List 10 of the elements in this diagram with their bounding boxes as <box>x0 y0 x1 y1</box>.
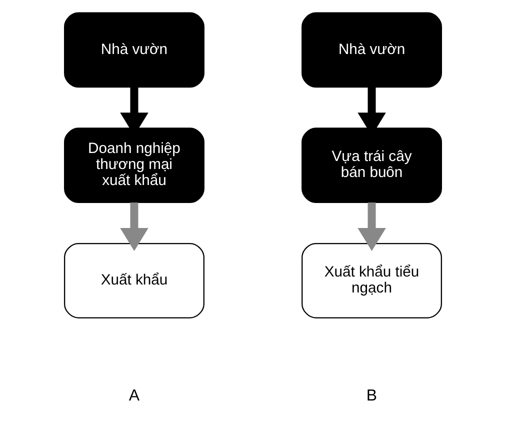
node-box: Xuất khẩu tiểu ngạch <box>301 242 442 318</box>
label: A <box>128 387 140 404</box>
node-box: Vựa trái cây bán buôn <box>301 128 442 204</box>
label: B <box>366 387 377 404</box>
node-box: Nhà vườn <box>301 12 442 88</box>
node-box: Nhà vườn <box>64 12 204 88</box>
arrow <box>357 202 386 252</box>
node-box: Xuất khẩu <box>64 242 204 318</box>
node-box: Doanh nghiệp thương mại xuất khẩu <box>64 128 204 204</box>
arrow <box>120 202 148 252</box>
